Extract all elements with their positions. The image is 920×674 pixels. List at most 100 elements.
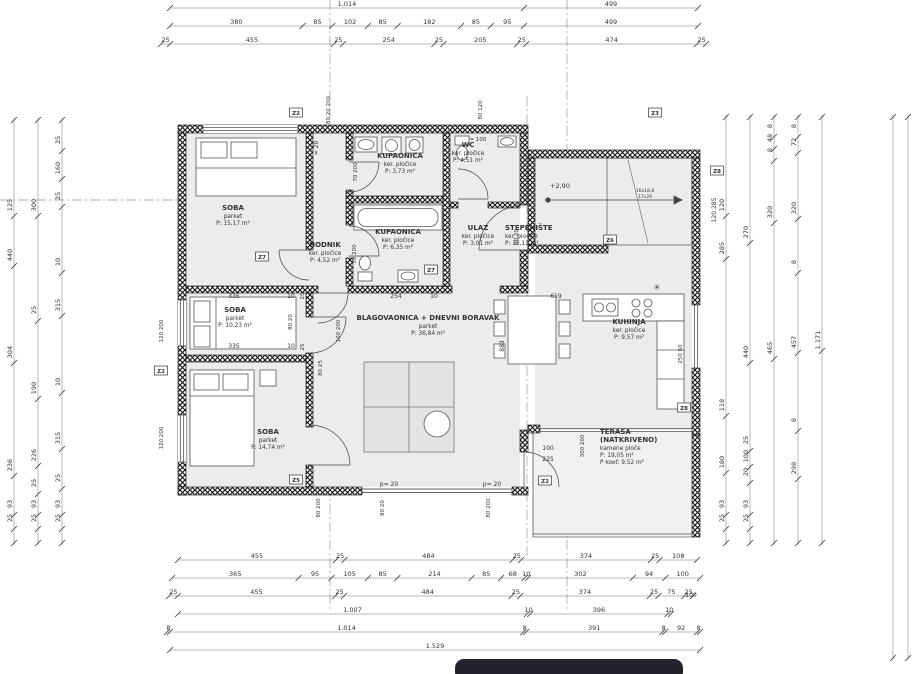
- room-name: STEPENIŠTE: [505, 223, 553, 232]
- room-floor-type: ker. pločice: [384, 161, 417, 168]
- axis-marker: Z6: [603, 234, 617, 245]
- annotation-label: 80 20: [288, 314, 294, 330]
- side-dim-label: 1.171: [814, 331, 822, 350]
- dim-label: 455: [251, 552, 263, 560]
- dim-label: 8: [662, 624, 666, 632]
- dim-tick: [770, 133, 778, 141]
- axis-marker-label: Z7: [427, 268, 435, 274]
- bed-icon: [189, 296, 297, 350]
- side-dim-label: 300: [30, 199, 38, 211]
- room-area-coef: P koef: 9,52 m²: [600, 459, 644, 466]
- side-dim-label: 10: [54, 378, 62, 386]
- room-area: P: 3,73 m²: [385, 168, 415, 175]
- room-area: P: 4,51 m²: [453, 157, 483, 164]
- dimension-rule-lines: [10, 113, 912, 662]
- dim-tick: [746, 239, 754, 247]
- wall: [519, 249, 529, 287]
- dim-tick: [10, 359, 18, 367]
- dim-tick: [516, 592, 524, 600]
- dim-label: 10: [665, 606, 673, 614]
- dim-tick: [394, 574, 401, 582]
- annotation-label: 300 200: [580, 434, 586, 457]
- dim-tick: [629, 574, 637, 582]
- wall: [345, 195, 444, 204]
- bed-icon: [195, 137, 297, 197]
- dim-tick: [770, 355, 778, 363]
- wall: [345, 202, 354, 226]
- dim-tick: [34, 317, 42, 325]
- windows: [178, 125, 700, 493]
- dim-tick: [328, 574, 335, 582]
- dim-tick: [722, 525, 730, 533]
- dim-tick: [440, 40, 447, 48]
- side-dim-label: 25: [54, 192, 62, 200]
- side-dim-label: 25: [30, 514, 38, 522]
- side-dim-label: 25: [54, 474, 62, 482]
- room-name: ULAZ: [468, 224, 489, 232]
- side-dim-label: 285: [718, 242, 726, 254]
- dim-tick: [746, 447, 754, 455]
- dim-label: 182: [423, 18, 435, 26]
- dim-tick: [340, 592, 348, 600]
- dim-tick: [34, 539, 42, 547]
- dim-tick: [166, 4, 174, 12]
- annotation-label: 120 285: [711, 197, 718, 222]
- annotation-label: 25: [300, 343, 306, 350]
- dim-tick: [527, 610, 534, 618]
- dim-label: 391: [588, 624, 600, 632]
- dim-tick: [513, 40, 521, 48]
- room-floor-type: ker. pločice: [382, 237, 415, 244]
- axis-marker-label: Z2: [157, 369, 165, 375]
- dim-label: 68: [509, 570, 517, 578]
- dim-tick: [174, 556, 182, 564]
- door-icon: [317, 292, 349, 324]
- room-floor-type: parket: [419, 324, 438, 330]
- dim-label: 25: [161, 36, 169, 44]
- dim-tick: [655, 592, 662, 600]
- dim-tick: [58, 525, 66, 533]
- dim-tick: [10, 262, 18, 270]
- dim-label: 94: [645, 570, 653, 578]
- room-area: P: 4,52 m²: [310, 257, 340, 264]
- room-floor-type: parket: [224, 214, 243, 220]
- chair-icon: [493, 321, 506, 337]
- dim-tick: [722, 255, 730, 263]
- annotation-label: 335: [228, 343, 240, 350]
- side-dim-label: 315: [54, 299, 62, 311]
- dim-tick: [794, 269, 802, 277]
- dim-tick: [770, 113, 778, 121]
- dim-tick: [746, 511, 754, 519]
- dim-tick: [693, 40, 701, 48]
- nightstand-icon: [259, 369, 277, 387]
- side-dim-label: 320: [790, 202, 798, 214]
- annotation-label: 10: [287, 343, 295, 350]
- room-area: P: 19,05 m²: [600, 452, 634, 459]
- annotation-label: 80 200: [486, 498, 492, 518]
- room-area: P: 15,17 m²: [216, 220, 250, 227]
- chair-icon: [558, 343, 571, 359]
- room-name: BLAGOVAONICA + DNEVNI BORAVAK: [357, 314, 501, 322]
- dim-tick: [770, 219, 778, 227]
- annotation-label: 335: [228, 293, 240, 300]
- wall: [347, 285, 453, 294]
- annotation-label: 619: [550, 293, 562, 300]
- dim-label: 499: [605, 0, 617, 8]
- axis-marker-label: Z8: [713, 169, 721, 175]
- wall: [177, 486, 363, 496]
- door-icon: [457, 168, 489, 200]
- dim-tick: [299, 22, 306, 30]
- dim-tick: [58, 312, 66, 320]
- dim-tick: [696, 628, 704, 636]
- room-floor-type: ker. pločice: [452, 150, 485, 157]
- dim-label: 105: [343, 570, 355, 578]
- fridge-icon: [656, 320, 685, 410]
